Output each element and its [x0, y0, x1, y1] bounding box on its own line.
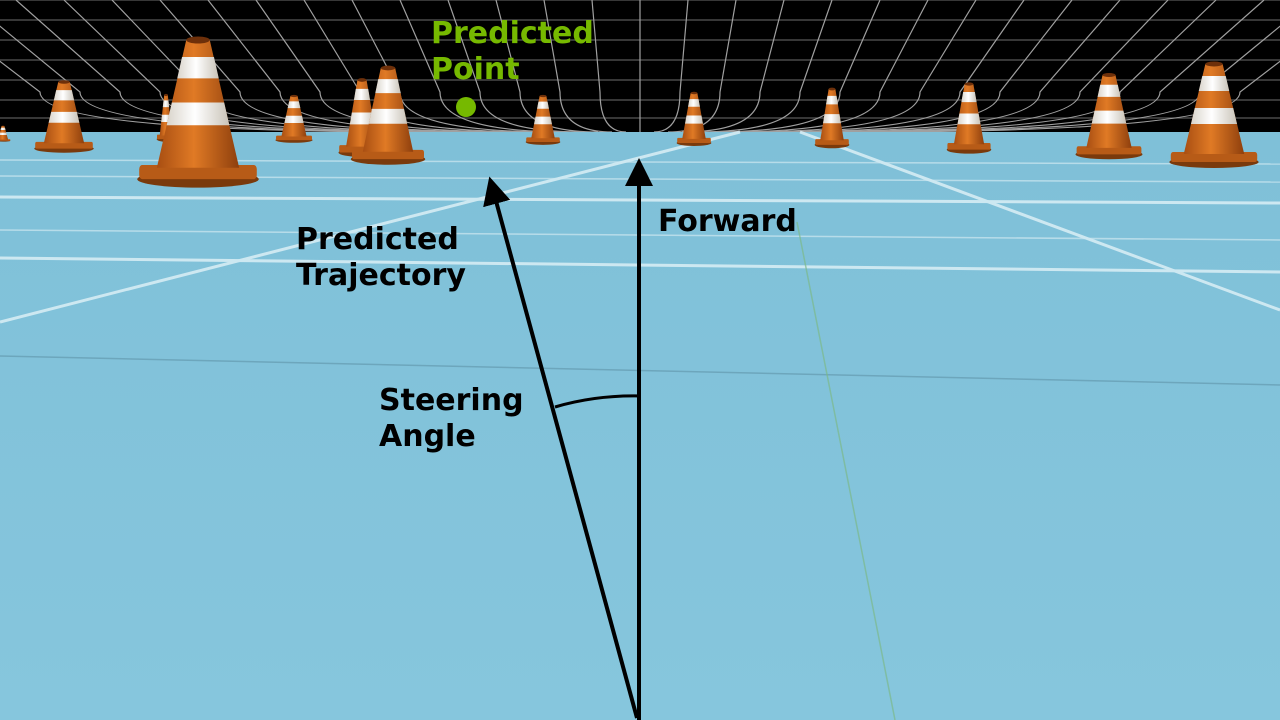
predicted-point-dot	[456, 97, 476, 117]
steering-angle-arc	[554, 394, 641, 409]
predicted-trajectory-arrow	[483, 176, 639, 719]
predicted-point-label: Predicted Point	[431, 16, 604, 87]
steering-angle-label: Steering Angle	[379, 383, 534, 454]
predicted-trajectory-label: Predicted Trajectory	[296, 222, 469, 293]
forward-label: Forward	[658, 204, 797, 239]
